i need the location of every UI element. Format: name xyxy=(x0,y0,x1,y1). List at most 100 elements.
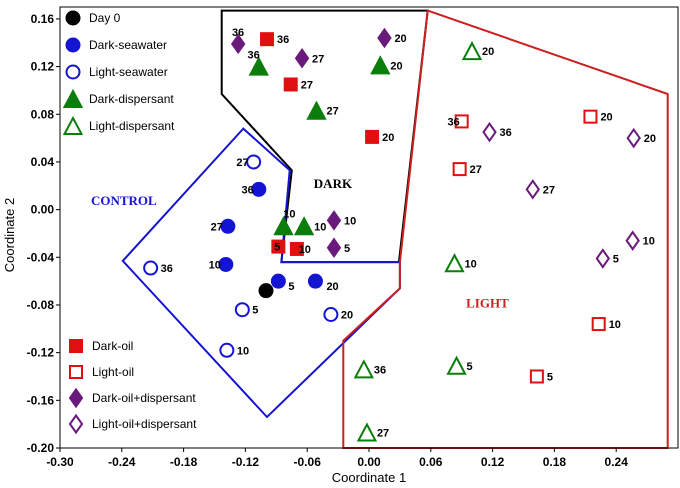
point-label: 27 xyxy=(377,428,389,440)
point-day-0 xyxy=(258,283,274,299)
point-light-oil-dispersant xyxy=(626,127,641,149)
point-label: 27 xyxy=(470,164,482,176)
point-dark-oil xyxy=(271,239,286,254)
point-light-oil xyxy=(454,114,469,129)
x-tick-label: 0.06 xyxy=(419,455,443,469)
point-dark-oil-dispersant xyxy=(294,48,310,69)
point-label: 27 xyxy=(236,157,248,169)
y-tick-label: -0.08 xyxy=(27,298,55,312)
point-label: 10 xyxy=(464,258,476,270)
region-label-control: CONTROL xyxy=(91,193,157,208)
legend-marker xyxy=(69,339,83,353)
point-label: 20 xyxy=(394,33,406,45)
point-label: 36 xyxy=(161,263,173,275)
point-dark-dispersant xyxy=(293,216,315,236)
point-dark-seawater xyxy=(270,273,286,289)
point-label: 20 xyxy=(600,112,612,124)
point-label: 10 xyxy=(344,215,356,227)
point-dark-oil xyxy=(289,241,304,256)
legend-label: Light-oil+dispersant xyxy=(92,417,197,431)
point-light-oil-dispersant xyxy=(525,179,540,200)
legend-marker xyxy=(65,37,81,53)
x-tick-label: 0.00 xyxy=(357,455,381,469)
point-light-dispersant xyxy=(356,422,378,442)
point-light-oil xyxy=(583,109,598,124)
point-label: 10 xyxy=(237,345,249,357)
point-label: 0 xyxy=(264,284,270,296)
legend-label: Light-dispersant xyxy=(89,119,175,133)
region-light xyxy=(342,9,669,449)
legend-marker xyxy=(68,413,84,435)
point-dark-seawater xyxy=(218,256,234,272)
x-tick-label: -0.12 xyxy=(232,455,260,469)
point-light-oil xyxy=(452,162,467,177)
point-label: 36 xyxy=(500,127,512,139)
y-tick-label: -0.20 xyxy=(27,441,55,455)
point-dark-dispersant xyxy=(273,216,294,236)
point-light-seawater xyxy=(143,260,159,276)
y-tick-label: -0.04 xyxy=(27,250,55,264)
legend-label: Light-oil xyxy=(92,365,134,379)
point-label: 10 xyxy=(209,259,221,271)
point-label: 27 xyxy=(301,79,313,91)
point-light-seawater xyxy=(219,342,235,358)
point-light-oil-dispersant xyxy=(482,121,497,143)
region-polygons xyxy=(121,9,669,449)
point-label: 27 xyxy=(312,53,324,65)
legend-marker xyxy=(62,88,84,108)
point-light-dispersant xyxy=(461,40,483,61)
point-label: 20 xyxy=(482,46,494,58)
point-light-seawater xyxy=(246,154,262,170)
point-label: 10 xyxy=(283,208,295,220)
point-label: 5 xyxy=(613,253,619,265)
point-label: 20 xyxy=(644,133,656,145)
point-label: 20 xyxy=(326,281,338,293)
y-tick-label: -0.16 xyxy=(27,393,55,407)
point-dark-oil-dispersant xyxy=(326,237,342,258)
x-tick-label: -0.24 xyxy=(108,455,136,469)
legend-marker xyxy=(68,387,84,409)
point-label: 20 xyxy=(341,310,353,322)
point-light-dispersant xyxy=(444,253,465,273)
point-label: 5 xyxy=(547,371,553,383)
y-tick-label: -0.12 xyxy=(27,346,55,360)
point-label: 20 xyxy=(390,60,402,72)
point-label: 36 xyxy=(248,50,260,62)
legend-marker xyxy=(65,64,81,80)
point-label: 5 xyxy=(274,242,280,254)
point-label: 36 xyxy=(242,184,254,196)
data-points: 0 36 27 10 5 20 27 36 5 20 10 36 20 27 10 10 20 10 36 5 27 36… xyxy=(143,27,656,442)
legend-marker xyxy=(65,10,81,26)
point-label: 36 xyxy=(447,116,459,128)
point-dark-oil-dispersant xyxy=(377,27,392,49)
point-dark-seawater xyxy=(220,218,236,234)
point-dark-oil xyxy=(283,77,298,92)
x-tick-label: 0.18 xyxy=(543,455,567,469)
legend-label: Dark-dispersant xyxy=(89,92,174,106)
point-light-seawater xyxy=(234,302,250,318)
point-light-oil-dispersant xyxy=(595,248,611,269)
point-dark-dispersant xyxy=(370,55,391,75)
legend-label: Dark-oil xyxy=(92,339,133,353)
legend-label: Day 0 xyxy=(89,11,121,25)
y-tick-label: 0.12 xyxy=(31,60,55,74)
point-dark-seawater xyxy=(307,273,323,289)
y-tick-label: 0.00 xyxy=(31,203,55,217)
x-tick-label: -0.18 xyxy=(170,455,198,469)
point-dark-oil-dispersant xyxy=(230,33,246,55)
legend-label: Light-seawater xyxy=(89,65,168,79)
point-label: 27 xyxy=(326,106,338,118)
y-axis-title: Coordinate 2 xyxy=(2,198,17,272)
point-label: 36 xyxy=(277,34,289,46)
point-label: 10 xyxy=(314,221,326,233)
x-tick-label: -0.06 xyxy=(294,455,322,469)
y-tick-label: 0.04 xyxy=(31,155,55,169)
point-label: 5 xyxy=(288,281,294,293)
point-label: 10 xyxy=(643,236,655,248)
region-label-dark: DARK xyxy=(314,176,353,191)
x-tick-label: -0.30 xyxy=(46,455,74,469)
point-dark-oil-dispersant xyxy=(326,210,342,231)
point-light-dispersant xyxy=(446,355,467,375)
